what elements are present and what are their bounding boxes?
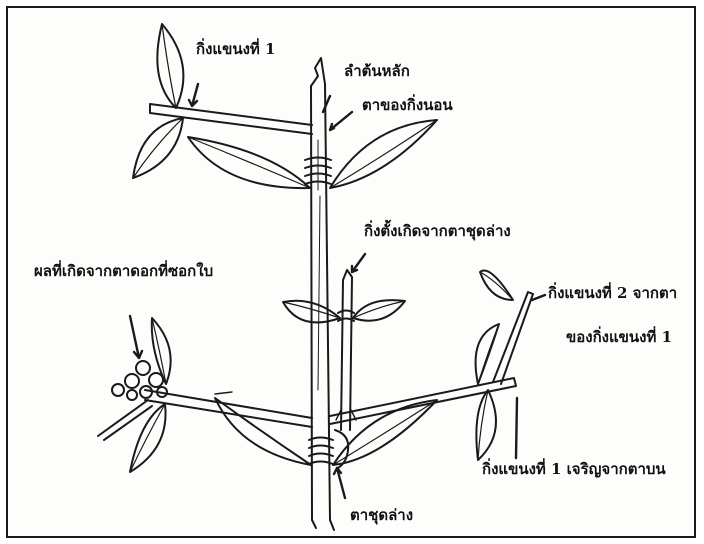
upper-left-branch xyxy=(150,104,312,134)
arrow-branch1-top xyxy=(189,84,198,106)
label-lateral-bud: ตาของกิ่งนอน xyxy=(362,96,453,114)
lower-left-branch xyxy=(98,390,312,440)
label-vertical-branch: กิ่งตั้งเกิดจากตาชุดล่าง xyxy=(364,222,511,240)
upper-node-leaves xyxy=(188,120,437,188)
arrow-lateral-bud xyxy=(330,112,352,130)
arrow-lower-bud xyxy=(334,468,345,498)
label-branch1-top: กิ่งแขนงที่ 1 xyxy=(196,40,275,58)
label-fruit: ผลที่เกิดจากตาดอกที่ซอกใบ xyxy=(34,262,213,280)
arrow-branch1-upper-bud xyxy=(516,398,517,458)
upper-branch-leaves xyxy=(133,24,183,178)
label-branch2-line1: กิ่งแขนงที่ 2 จากตา xyxy=(548,284,677,302)
label-lower-bud: ตาชุดล่าง xyxy=(350,506,413,524)
label-main-stem: ลำต้นหลัก xyxy=(344,62,410,80)
arrow-main-stem xyxy=(323,96,330,112)
vertical-branch xyxy=(336,270,356,430)
arrow-fruit xyxy=(130,316,142,358)
arrow-branch2 xyxy=(532,295,545,300)
label-branch2-line2: ของกิ่งแขนงที่ 1 xyxy=(566,328,672,346)
label-branch1-upper-bud: กิ่งแขนงที่ 1 เจริญจากตาบน xyxy=(482,460,666,478)
arrow-vertical-branch xyxy=(352,254,365,272)
pointer-arrows xyxy=(130,84,545,498)
